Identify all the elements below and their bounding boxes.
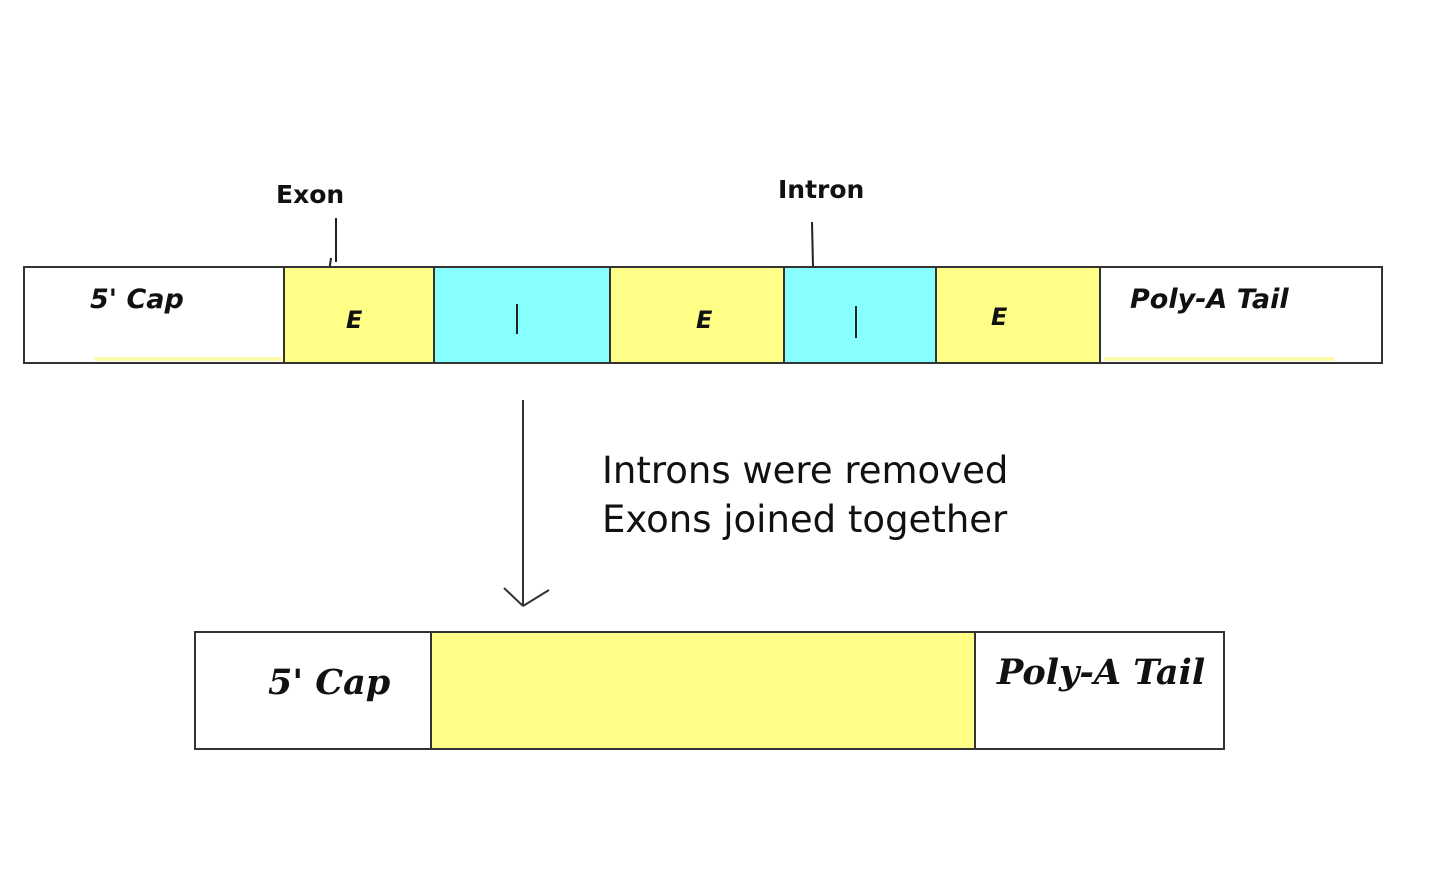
- mature-mrna-cap-segment: [195, 632, 431, 749]
- segment-divider: [283, 267, 285, 363]
- pre-mrna-outline: [23, 266, 1383, 364]
- pre-mrna-intron-1-label: [516, 304, 518, 334]
- pre-mrna-exon-1: [284, 267, 434, 363]
- mature-mrna-outline: [194, 631, 1225, 750]
- segment-divider: [783, 267, 785, 363]
- mature-mrna-cap-label: 5' Cap: [268, 662, 391, 703]
- mature-mrna-tail-segment: [975, 632, 1224, 749]
- segment-divider: [609, 267, 611, 363]
- pre-mrna-intron-2-label: [855, 306, 857, 338]
- pre-mrna-intron-2: [784, 267, 936, 363]
- intron-callout-label: Intron: [778, 175, 865, 204]
- segment-divider: [935, 267, 937, 363]
- pre-mrna-cap-segment: [24, 267, 284, 363]
- mature-mrna-tail-label: Poly-A Tail: [997, 652, 1206, 693]
- pre-mrna-exon-2: [610, 267, 784, 363]
- segment-divider: [433, 267, 435, 363]
- exon-callout-label: Exon: [276, 180, 345, 209]
- pre-mrna-intron-1: [434, 267, 610, 363]
- pre-mrna-exon-3-label: E: [991, 303, 1008, 331]
- pre-mrna-tail-segment: [1100, 267, 1382, 363]
- segment-divider: [430, 632, 432, 749]
- pre-mrna-cap-label: 5' Cap: [90, 284, 184, 315]
- pre-mrna-exon-3: [936, 267, 1100, 363]
- pre-mrna-exon-2-label: E: [696, 306, 713, 334]
- caption-line-1: Introns were removed: [602, 449, 1009, 492]
- segment-divider: [1099, 267, 1101, 363]
- caption-line-2: Exons joined together: [602, 498, 1008, 541]
- mature-mrna-exons-joined: [431, 632, 975, 749]
- pre-mrna-exon-1-label: E: [346, 306, 363, 334]
- pre-mrna-tail-label: Poly-A Tail: [1130, 284, 1289, 315]
- segment-divider: [974, 632, 976, 749]
